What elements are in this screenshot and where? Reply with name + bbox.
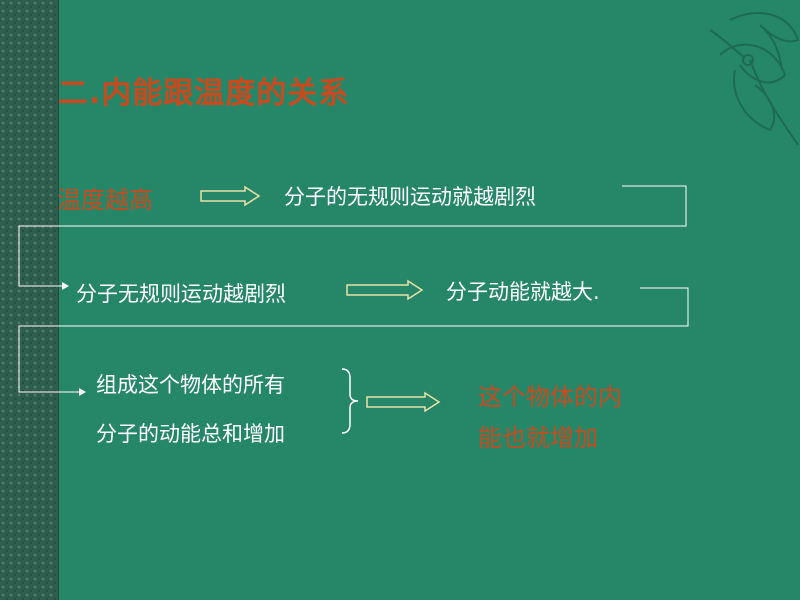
slide-title: 二.内能跟温度的关系 — [58, 76, 350, 111]
arrow-icon — [346, 279, 424, 301]
row3-line2-text: 分子的动能总和增加 — [96, 422, 285, 446]
arrow-icon — [200, 185, 261, 207]
arrow-icon — [366, 391, 441, 413]
row3-result-line2: 能也就增加 — [478, 424, 598, 452]
row1-right-text: 分子的无规则运动就越剧烈 — [284, 185, 536, 209]
row3-result-line1: 这个物体的内 — [478, 383, 622, 411]
butterfly-ornament-icon — [709, 11, 800, 146]
row2-right-text: 分子动能就越大. — [446, 280, 600, 304]
row1-left-text: 温度越高 — [57, 186, 153, 214]
row2-left-text: 分子无规则运动越剧烈 — [76, 282, 286, 306]
row3-line1-text: 组成这个物体的所有 — [96, 373, 285, 397]
patterned-side-strip — [0, 0, 59, 600]
